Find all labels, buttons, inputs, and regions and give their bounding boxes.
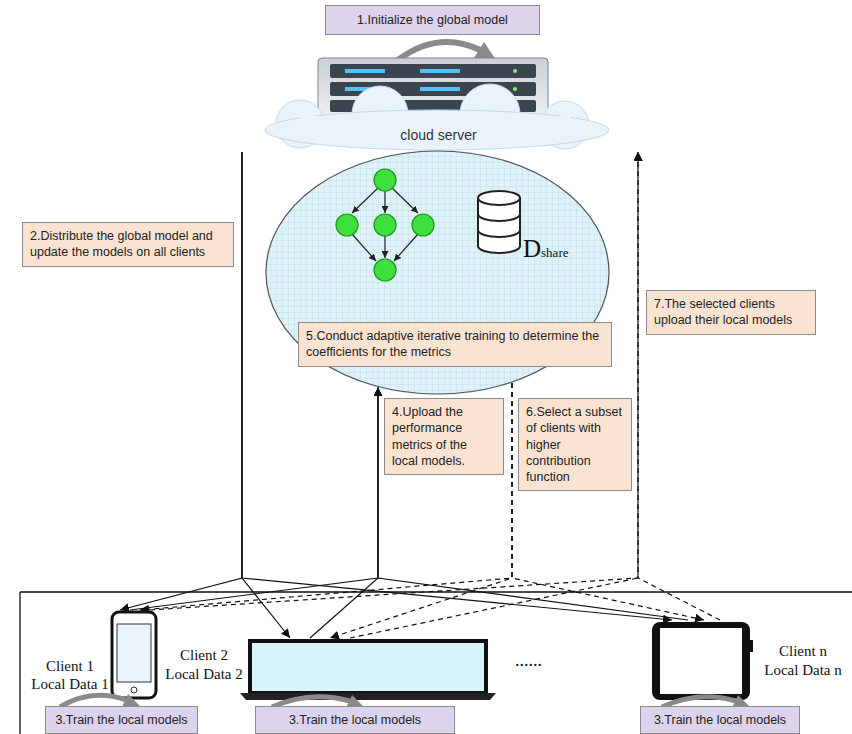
flow-connector	[130, 387, 378, 610]
cloud-picture	[265, 84, 609, 150]
graph-nodes	[336, 169, 434, 281]
phone-picture	[112, 612, 156, 698]
node-text: 2.Distribute the global model and update…	[30, 228, 226, 261]
node-text: Client 2 Local Data 2	[162, 646, 246, 684]
node-text: 3.Train the local models	[654, 712, 786, 728]
flow-connector	[150, 152, 638, 610]
node-text: Client n Local Data n	[761, 642, 845, 680]
client-device: Client n Local Data n	[650, 620, 845, 702]
flow-connector	[140, 383, 512, 610]
node-text: 4.Upload the performance metrics of the …	[392, 404, 496, 469]
flow-connector	[242, 152, 290, 638]
step-box: 7.The selected clients upload their loca…	[646, 290, 816, 335]
node-text: 5.Conduct adaptive iterative training to…	[306, 328, 604, 361]
database-icon	[478, 191, 520, 253]
loop-arrow-head	[474, 42, 496, 60]
node-text: 7.The selected clients upload their loca…	[654, 296, 808, 329]
node-text: cloud server	[400, 127, 476, 144]
node-text: 3.Train the local models	[55, 712, 187, 728]
step-box: 1.Initialize the global model	[325, 5, 540, 35]
flow-connector	[310, 387, 378, 638]
step-box: 5.Conduct adaptive iterative training to…	[298, 322, 612, 367]
step-box: 3.Train the local models	[640, 706, 800, 734]
node-text: 6.Select a subset of clients with higher…	[526, 404, 624, 485]
flow-connector	[330, 383, 512, 638]
client-device: Client 2 Local Data 2	[162, 638, 492, 700]
ellipsis-label: ......	[515, 650, 542, 671]
graph-arrows	[352, 188, 418, 261]
laptop-picture	[240, 641, 496, 700]
node-text: Client 1 Local Data 1	[28, 657, 112, 695]
tablet-picture	[652, 622, 753, 700]
label-holder: ......	[515, 650, 542, 671]
step-box: 6.Select a subset of clients with higher…	[518, 398, 632, 491]
client-device: Client 1 Local Data 1	[28, 610, 162, 700]
frame-line	[20, 592, 852, 734]
node-text: 1.Initialize the global model	[357, 12, 508, 28]
loop-arrow	[398, 42, 480, 60]
node-text: 3.Train the local models	[289, 712, 421, 728]
cloud-server: cloud server	[232, 40, 645, 152]
shared-ellipse: Dshare 5.Conduct adaptive iterative train…	[265, 150, 610, 395]
flow-connector	[120, 152, 242, 610]
step-box: 2.Distribute the global model and update…	[22, 222, 234, 267]
step-box: 3.Train the local models	[255, 706, 455, 734]
node-text: Dshare	[523, 236, 569, 261]
flow-connector	[638, 152, 720, 620]
step-box: 4.Upload the performance metrics of the …	[384, 398, 504, 475]
step-box: 3.Train the local models	[45, 706, 198, 734]
flow-connector	[242, 152, 672, 620]
